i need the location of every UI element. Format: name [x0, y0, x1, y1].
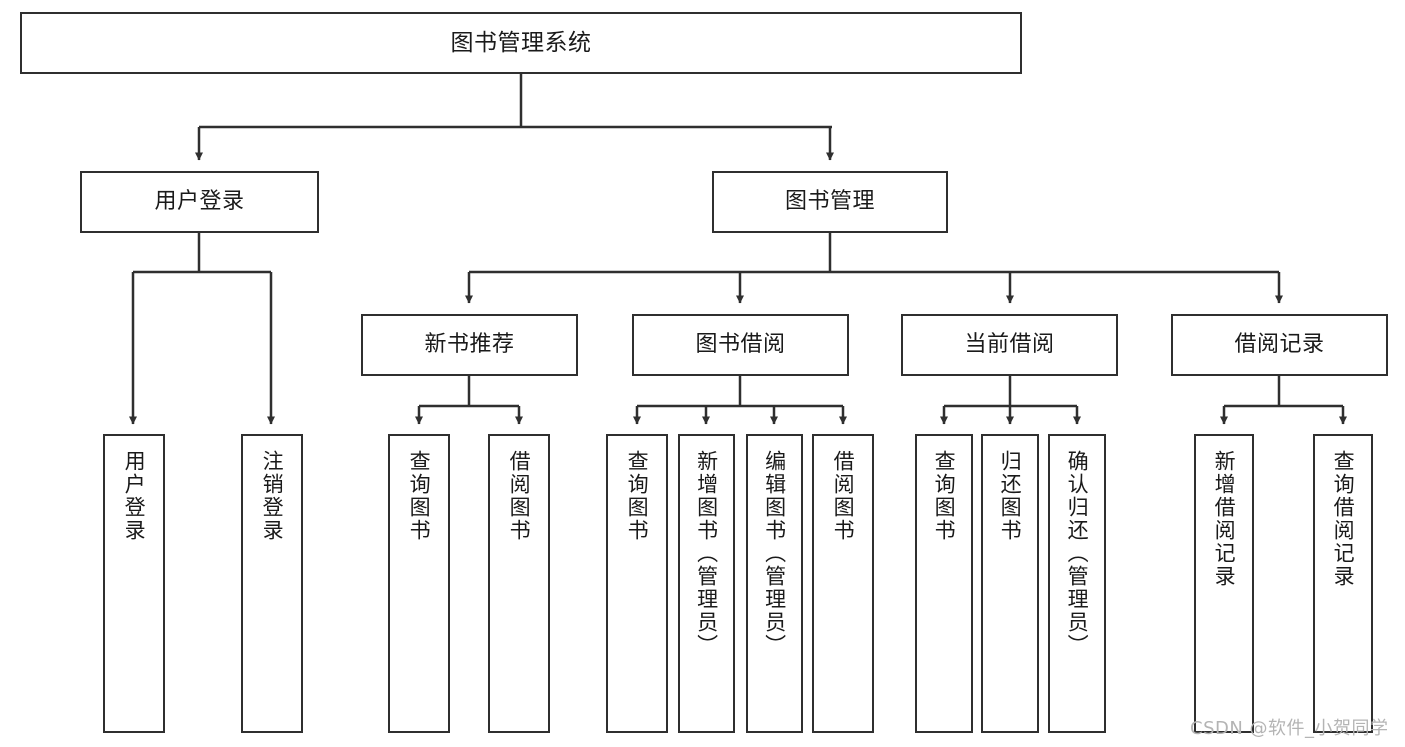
leaf-borrow-book[interactable]: 借阅图书	[812, 434, 874, 733]
leaf-query-book-current[interactable]: 查询图书	[915, 434, 973, 733]
leaf-return-book[interactable]: 归还图书	[981, 434, 1039, 733]
leaf-borrow-book-new[interactable]: 借阅图书	[488, 434, 550, 733]
node-label: 确认归还（管理员）	[1065, 450, 1090, 657]
node-label: 注销登录	[260, 450, 285, 542]
leaf-query-book-new[interactable]: 查询图书	[388, 434, 450, 733]
node-borrow-record[interactable]: 借阅记录	[1171, 314, 1388, 376]
leaf-query-borrow-record[interactable]: 查询借阅记录	[1313, 434, 1373, 733]
node-current-borrow[interactable]: 当前借阅	[901, 314, 1118, 376]
node-label: 归还图书	[998, 450, 1023, 542]
leaf-add-borrow-record[interactable]: 新增借阅记录	[1194, 434, 1254, 733]
leaf-edit-book-admin[interactable]: 编辑图书（管理员）	[746, 434, 803, 733]
node-label: 查询图书	[625, 450, 650, 542]
node-book-management[interactable]: 图书管理	[712, 171, 948, 233]
node-label: 图书管理	[784, 189, 875, 215]
node-label: 借阅记录	[1234, 332, 1325, 358]
node-label: 查询借阅记录	[1331, 450, 1356, 588]
node-label: 编辑图书（管理员）	[762, 450, 787, 657]
node-label: 查询图书	[407, 450, 432, 542]
node-new-book-recommend[interactable]: 新书推荐	[361, 314, 578, 376]
leaf-add-book-admin[interactable]: 新增图书（管理员）	[678, 434, 735, 733]
node-label: 新书推荐	[424, 332, 515, 358]
node-label: 新增图书（管理员）	[694, 450, 719, 657]
node-label: 用户登录	[154, 189, 245, 215]
node-user-login[interactable]: 用户登录	[80, 171, 319, 233]
node-label: 图书管理系统	[450, 29, 592, 56]
node-label: 用户登录	[122, 450, 147, 542]
node-label: 借阅图书	[831, 450, 856, 542]
leaf-confirm-return-admin[interactable]: 确认归还（管理员）	[1048, 434, 1106, 733]
leaf-logout[interactable]: 注销登录	[241, 434, 303, 733]
node-root-system[interactable]: 图书管理系统	[20, 12, 1022, 74]
node-label: 图书借阅	[695, 332, 786, 358]
csdn-watermark: CSDN @软件_小贺同学	[1190, 718, 1389, 739]
node-label: 当前借阅	[964, 332, 1055, 358]
node-book-borrow[interactable]: 图书借阅	[632, 314, 849, 376]
leaf-user-login[interactable]: 用户登录	[103, 434, 165, 733]
node-label: 借阅图书	[507, 450, 532, 542]
leaf-query-book-borrow[interactable]: 查询图书	[606, 434, 668, 733]
node-label: 新增借阅记录	[1212, 450, 1237, 588]
node-label: 查询图书	[932, 450, 957, 542]
